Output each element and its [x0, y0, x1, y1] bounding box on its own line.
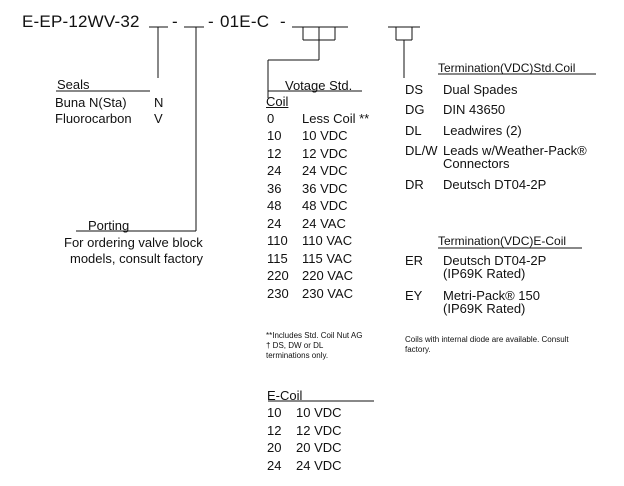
model-prefix: E-EP-12WV-32 [22, 12, 140, 31]
voltage-code: 230 [267, 286, 289, 301]
termination-label: DIN 43650 [443, 102, 506, 117]
voltage-label: 24 VAC [302, 216, 346, 231]
seals-heading: Seals [57, 77, 90, 92]
voltage-code: 24 [267, 216, 282, 231]
ecoil-label: 24 VDC [296, 458, 342, 473]
model-dash-2: - [208, 12, 214, 31]
ecoil-code: 10 [267, 405, 282, 420]
voltage-code: 0 [267, 111, 275, 126]
ecoil-label: 10 VDC [296, 405, 342, 420]
voltage-coil-label: Coil [266, 94, 289, 109]
termination-code: DS [405, 82, 424, 97]
voltage-code: 12 [267, 146, 282, 161]
voltage-label: 230 VAC [302, 286, 354, 301]
voltage-code: 110 [267, 233, 288, 248]
footnote-line: **Includes Std. Coil Nut AG [266, 331, 363, 340]
voltage-code: 115 [267, 251, 288, 266]
ecoil-code: 12 [267, 423, 282, 438]
voltage-code: 36 [267, 181, 282, 196]
model-coil-code: 01E-C [220, 12, 270, 31]
seal-code: N [154, 95, 164, 110]
voltage-heading: Votage Std. [285, 78, 353, 93]
termination-label: Leads w/Weather-Pack® [443, 143, 587, 158]
termination-std-heading: Termination(VDC)Std.Coil [438, 61, 576, 75]
model-dash-1: - [172, 12, 178, 31]
model-dash-3: - [280, 12, 286, 31]
voltage-label: 110 VAC [302, 233, 353, 248]
termination-code: DR [405, 177, 424, 192]
voltage-label: 10 VDC [302, 128, 348, 143]
voltage-code: 24 [267, 163, 282, 178]
termination-label: (IP69K Rated) [443, 301, 526, 316]
voltage-label: 220 VAC [302, 268, 354, 283]
porting-heading: Porting [88, 218, 130, 233]
termination-code: ER [405, 253, 424, 268]
termination-code: DL/W [405, 143, 438, 158]
termination-code: DL [405, 123, 422, 138]
seal-code: V [154, 111, 163, 126]
voltage-label: 12 VDC [302, 146, 348, 161]
voltage-code: 10 [267, 128, 282, 143]
termination-label: Deutsch DT04-2P [443, 177, 547, 192]
termination-label: (IP69K Rated) [443, 266, 526, 281]
ecoil-heading: E-Coil [267, 388, 303, 403]
termination-label: Deutsch DT04-2P [443, 253, 547, 268]
voltage-label: 48 VDC [302, 198, 348, 213]
ecoil-label: 12 VDC [296, 423, 342, 438]
voltage-label: 115 VAC [302, 251, 353, 266]
diode-note: Coils with internal diode are available.… [405, 335, 569, 354]
ecoil-code: 24 [267, 458, 282, 473]
footnote-line: † DS, DW or DL [266, 341, 324, 350]
voltage-label: Less Coil ** [302, 111, 370, 126]
voltage-code: 48 [267, 198, 282, 213]
termination-label: Leadwires (2) [443, 123, 522, 138]
footnote-line: terminations only. [266, 351, 329, 360]
voltage-label: 36 VDC [302, 181, 348, 196]
ecoil-label: 20 VDC [296, 440, 342, 455]
termination-code: EY [405, 288, 423, 303]
termination-label: Metri-Pack® 150 [443, 288, 540, 303]
termination-e-heading: Termination(VDC)E-Coil [438, 234, 567, 248]
termination-label: Connectors [443, 156, 510, 171]
seal-name: Fluorocarbon [55, 111, 132, 126]
voltage-label: 24 VDC [302, 163, 348, 178]
porting-note-line-1: For ordering valve block [64, 235, 203, 250]
termination-code: DG [405, 102, 425, 117]
seal-name: Buna N(Sta) [55, 95, 127, 110]
voltage-code: 220 [267, 268, 289, 283]
porting-note-line-2: models, consult factory [70, 251, 203, 266]
ecoil-code: 20 [267, 440, 282, 455]
voltage-footnote: **Includes Std. Coil Nut AG † DS, DW or … [266, 331, 386, 361]
termination-label: Dual Spades [443, 82, 518, 97]
